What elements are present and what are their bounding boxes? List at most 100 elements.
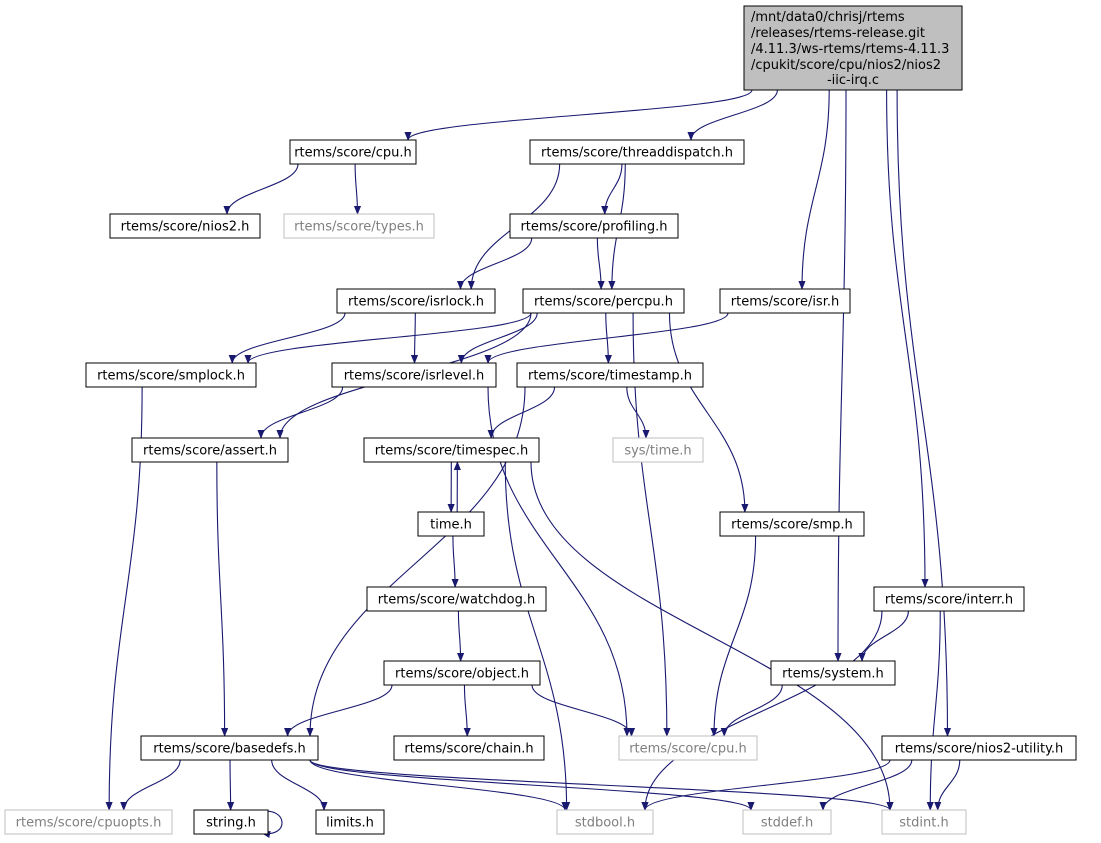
node-assert[interactable]: rtems/score/assert.h <box>131 437 289 463</box>
node-label: rtems/score/nios2.h <box>121 220 250 235</box>
node-box <box>719 288 851 314</box>
node-timestamp[interactable]: rtems/score/timestamp.h <box>516 362 704 388</box>
node-label: rtems/score/smp.h <box>731 518 853 533</box>
node-box <box>85 362 257 388</box>
edge-isrlock-to-isrlevel <box>410 312 419 364</box>
node-label: stdbool.h <box>575 816 635 831</box>
edge-timespec-to-stdint <box>530 461 894 811</box>
node-watchdog[interactable]: rtems/score/watchdog.h <box>366 586 547 612</box>
node-box <box>529 139 745 165</box>
node-box <box>742 809 832 835</box>
node-cpu2[interactable]: rtems/score/cpu.h <box>618 735 758 761</box>
node-label: sys/time.h <box>624 444 691 459</box>
node-system[interactable]: rtems/system.h <box>770 660 896 686</box>
node-label: rtems/score/interr.h <box>885 593 1013 608</box>
node-label: rtems/score/object.h <box>395 667 529 682</box>
edge-root-to-interr <box>886 89 929 588</box>
node-label: rtems/score/timespec.h <box>375 444 528 459</box>
node-box <box>618 735 758 761</box>
edge-interr-to-system <box>858 610 909 662</box>
node-threaddispatch[interactable]: rtems/score/threaddispatch.h <box>529 139 745 165</box>
node-box <box>509 213 679 239</box>
node-smplock[interactable]: rtems/score/smplock.h <box>85 362 257 388</box>
node-box <box>881 735 1077 761</box>
node-box <box>289 139 417 165</box>
edge-object-to-basedefs <box>284 684 393 737</box>
node-box <box>556 809 654 835</box>
root-line-4: /cpukit/score/cpu/nios2/nios2 <box>751 58 941 73</box>
edge-root-to-threaddispatch <box>687 89 778 141</box>
node-label: rtems/score/isrlock.h <box>348 295 484 310</box>
edge-root-to-system <box>834 89 847 662</box>
node-cpu[interactable]: rtems/score/cpu.h <box>289 139 417 165</box>
node-label: rtems/score/threaddispatch.h <box>541 146 733 161</box>
edge-nios2util-to-stdbool <box>641 759 891 811</box>
node-isrlock[interactable]: rtems/score/isrlock.h <box>336 288 496 314</box>
edge-object-to-chain <box>463 684 471 737</box>
node-box <box>363 437 540 463</box>
node-label: rtems/score/cpu.h <box>629 742 747 757</box>
node-label: rtems/score/watchdog.h <box>378 593 535 608</box>
edge-root-to-isr <box>798 89 830 290</box>
node-label: rtems/score/isr.h <box>731 295 839 310</box>
node-types[interactable]: rtems/score/types.h <box>283 213 435 239</box>
edge-isrlock-to-smplock <box>228 312 346 364</box>
node-box <box>522 288 685 314</box>
node-nios2[interactable]: rtems/score/nios2.h <box>109 213 261 239</box>
node-isrlevel[interactable]: rtems/score/isrlevel.h <box>331 362 497 388</box>
node-box <box>336 288 496 314</box>
edge-basedefs-to-limits <box>271 759 328 811</box>
node-box <box>516 362 704 388</box>
node-label: time.h <box>430 518 472 533</box>
edge-object-to-cpu2 <box>531 684 636 737</box>
node-chain[interactable]: rtems/score/chain.h <box>393 735 545 761</box>
edge-cpu-to-nios2 <box>223 163 299 215</box>
node-box <box>881 809 967 835</box>
node-isr[interactable]: rtems/score/isr.h <box>719 288 851 314</box>
node-box <box>366 586 547 612</box>
edge-root-to-nios2util <box>896 89 952 737</box>
edge-nios2util-to-stdint <box>934 759 961 811</box>
edge-root-to-cpu <box>404 89 753 141</box>
edge-timespec-to-stdbool <box>504 461 571 811</box>
node-box <box>393 735 545 761</box>
nodes: /mnt/data0/chrisj/rtems /releases/rtems-… <box>4 5 1077 835</box>
edge-basedefs-to-stddef <box>309 759 755 811</box>
node-timespec[interactable]: rtems/score/timespec.h <box>363 437 540 463</box>
edge-watchdog-to-object <box>457 610 465 662</box>
node-label: rtems/score/cpuopts.h <box>16 816 162 831</box>
node-time[interactable]: time.h <box>417 511 485 537</box>
edge-percpu-to-isrlevel <box>457 312 538 364</box>
node-nios2util[interactable]: rtems/score/nios2-utility.h <box>881 735 1077 761</box>
node-cpuopts[interactable]: rtems/score/cpuopts.h <box>4 809 173 835</box>
root-line-1: /mnt/data0/chrisj/rtems <box>751 10 905 25</box>
node-stdint[interactable]: stdint.h <box>881 809 967 835</box>
node-profiling[interactable]: rtems/score/profiling.h <box>509 213 679 239</box>
node-box <box>315 809 385 835</box>
node-object[interactable]: rtems/score/object.h <box>383 660 541 686</box>
node-box <box>131 437 289 463</box>
node-limits[interactable]: limits.h <box>315 809 385 835</box>
node-label: rtems/score/smplock.h <box>97 369 245 384</box>
node-root-file[interactable]: /mnt/data0/chrisj/rtems /releases/rtems-… <box>743 5 963 91</box>
node-box <box>283 213 435 239</box>
node-box <box>331 362 497 388</box>
edge-basedefs-to-cpuopts <box>120 759 181 811</box>
edge-cpu-to-types <box>353 163 362 215</box>
node-label: rtems/score/profiling.h <box>520 220 667 235</box>
node-box <box>612 437 704 463</box>
node-basedefs[interactable]: rtems/score/basedefs.h <box>140 735 319 761</box>
edge-system-to-cpu2 <box>720 684 783 737</box>
node-label: rtems/score/types.h <box>294 220 424 235</box>
node-stdbool[interactable]: stdbool.h <box>556 809 654 835</box>
node-label: rtems/score/basedefs.h <box>153 742 306 757</box>
node-percpu[interactable]: rtems/score/percpu.h <box>522 288 685 314</box>
node-interr[interactable]: rtems/score/interr.h <box>873 586 1025 612</box>
node-smp[interactable]: rtems/score/smp.h <box>719 511 865 537</box>
node-label: rtems/score/timestamp.h <box>528 369 692 384</box>
node-systime[interactable]: sys/time.h <box>612 437 704 463</box>
edge-basedefs-to-string <box>227 759 235 811</box>
node-label: rtems/score/percpu.h <box>534 295 673 310</box>
node-string[interactable]: string.h <box>193 809 269 835</box>
node-stddef[interactable]: stddef.h <box>742 809 832 835</box>
